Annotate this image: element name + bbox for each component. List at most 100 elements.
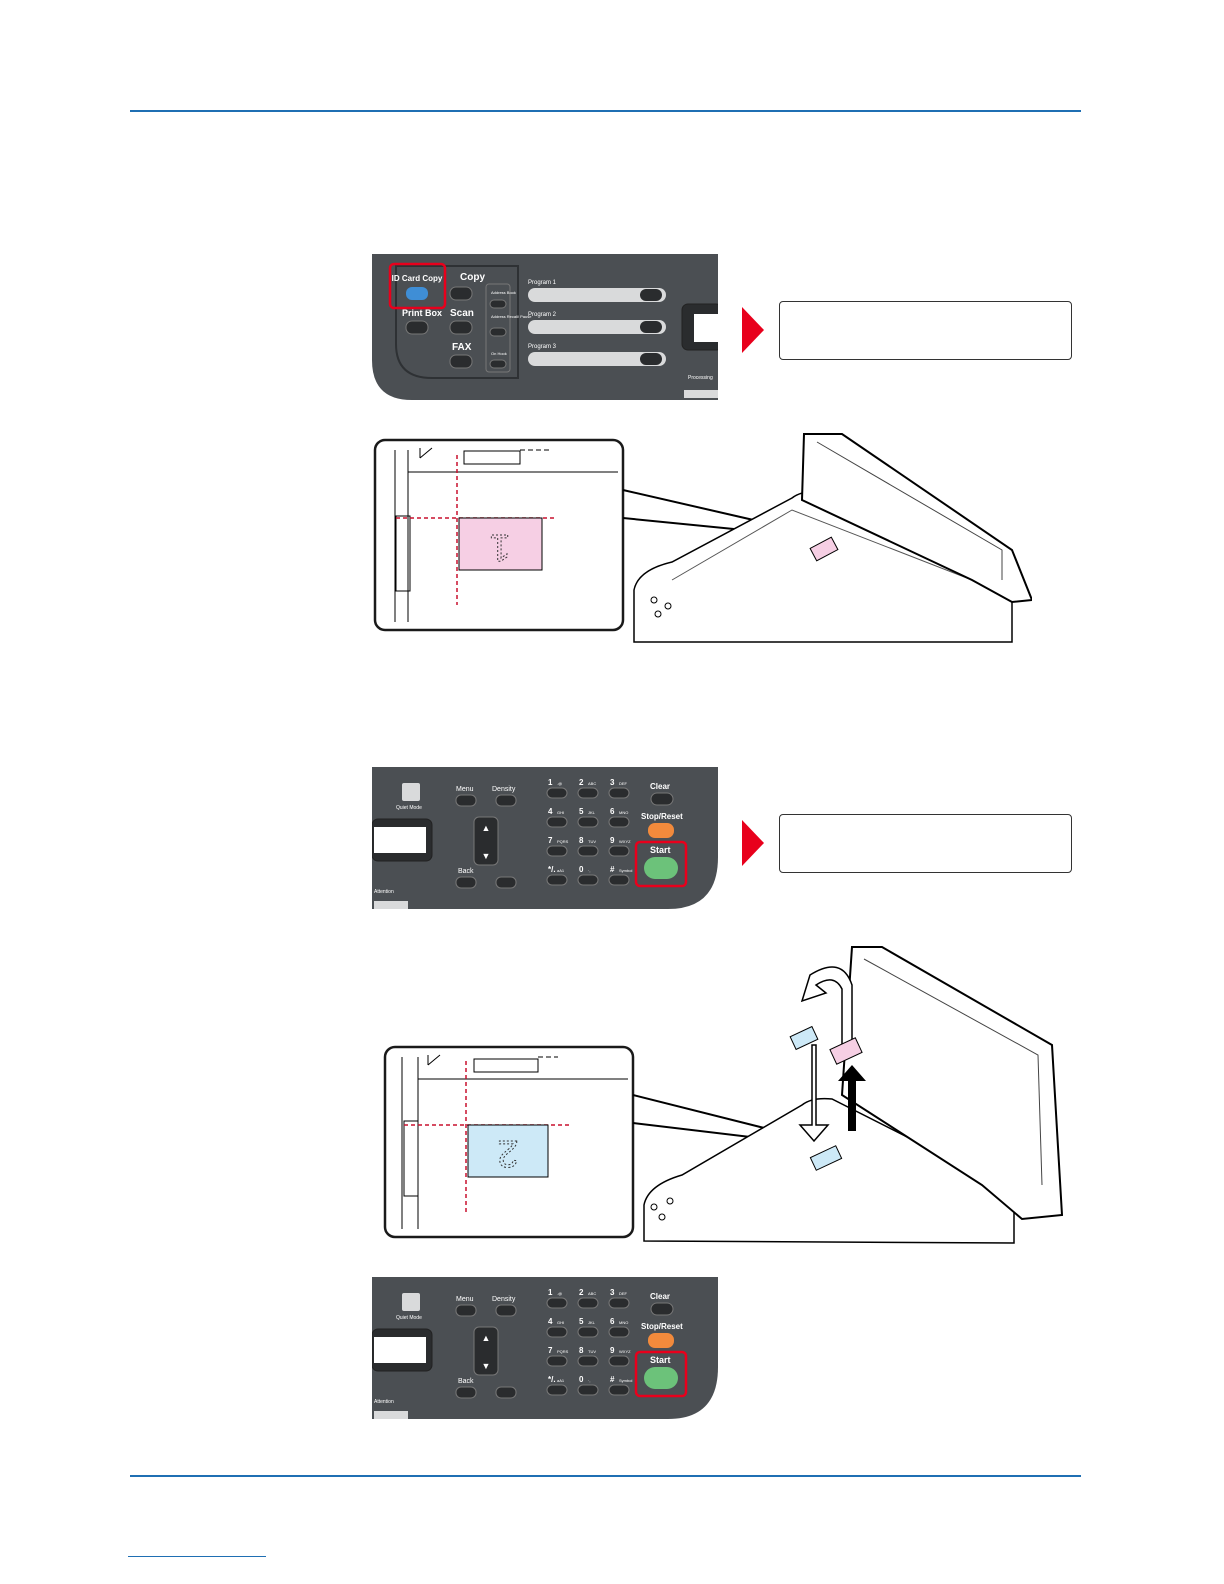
start-highlight (634, 840, 688, 888)
panel-display (374, 827, 426, 853)
keypad-button[interactable] (577, 1384, 599, 1396)
down-arrow-icon: ▼ (482, 1361, 491, 1371)
keypad-button[interactable] (608, 1297, 630, 1309)
density-button[interactable] (495, 794, 517, 807)
scan-button[interactable] (449, 320, 473, 335)
platen-card-front-diagram: 1 (373, 433, 1032, 643)
key-sublabel: Symbol (619, 1378, 632, 1383)
keypad-button[interactable] (608, 1355, 630, 1367)
attention-label: Attention (374, 1399, 394, 1405)
back-button[interactable] (455, 1386, 477, 1399)
key-label: # (610, 1375, 615, 1384)
key-label: 2 (579, 778, 584, 787)
address-recall-button[interactable] (489, 327, 507, 337)
fax-label: FAX (452, 342, 472, 353)
copy-button[interactable] (449, 286, 473, 301)
menu-label: Menu (456, 786, 474, 793)
keypad-button[interactable] (577, 1297, 599, 1309)
keypad-button[interactable] (608, 874, 630, 886)
menu-button[interactable] (455, 1304, 477, 1317)
start-button[interactable] (644, 857, 678, 879)
message-display-box (779, 301, 1072, 360)
start-button[interactable] (644, 1367, 678, 1389)
program-1-button[interactable] (640, 289, 662, 301)
key-sublabel: Symbol (619, 868, 632, 873)
program-2-label: Program 2 (528, 312, 557, 318)
card-on-platen (809, 1145, 843, 1171)
on-hook-button[interactable] (489, 359, 507, 369)
back-label: Back (458, 1378, 474, 1385)
key-label: 1 (548, 778, 553, 787)
enter-button[interactable] (495, 1386, 517, 1399)
keypad-button[interactable] (546, 816, 568, 828)
keypad-button[interactable] (546, 1297, 568, 1309)
keypad-button[interactable] (577, 816, 599, 828)
print-box-label: Print Box (402, 308, 442, 318)
quiet-mode-button[interactable] (402, 783, 420, 801)
keypad-button[interactable] (577, 845, 599, 857)
key-label: 6 (610, 807, 615, 816)
key-sublabel: DEF (619, 781, 628, 786)
keypad-button[interactable] (546, 845, 568, 857)
on-hook-label: On Hook (491, 351, 507, 356)
platen-card-back-diagram: 2 (383, 946, 1064, 1244)
key-sublabel: WXYZ (619, 839, 631, 844)
down-arrow-icon (798, 1044, 830, 1143)
up-down-keys[interactable] (473, 1326, 499, 1376)
card-back-floating (789, 1025, 819, 1051)
keypad-button[interactable] (577, 1355, 599, 1367)
start-highlight (634, 1350, 688, 1398)
program-2-button[interactable] (640, 321, 662, 333)
stop-reset-button[interactable] (648, 1333, 674, 1348)
panel-display (374, 1337, 426, 1363)
scan-label: Scan (450, 308, 474, 319)
up-down-keys[interactable] (473, 816, 499, 866)
program-3-button[interactable] (640, 353, 662, 365)
message-display-box (779, 814, 1072, 873)
keypad-button[interactable] (608, 1326, 630, 1338)
keypad-button[interactable] (546, 1326, 568, 1338)
quiet-mode-button[interactable] (402, 1293, 420, 1311)
enter-button[interactable] (495, 876, 517, 889)
key-sublabel: JKL (588, 1320, 596, 1325)
start-label: Start (650, 1355, 671, 1365)
print-box-button[interactable] (405, 320, 429, 335)
key-sublabel: aA1 (557, 1378, 565, 1383)
clear-button[interactable] (650, 792, 674, 806)
keypad-button[interactable] (608, 787, 630, 799)
menu-button[interactable] (455, 794, 477, 807)
keypad-button[interactable] (546, 1384, 568, 1396)
address-book-button[interactable] (489, 299, 507, 309)
back-button[interactable] (455, 876, 477, 889)
key-label: */. (548, 865, 556, 874)
key-sublabel: ABC (588, 1291, 596, 1296)
attention-label: Attention (374, 889, 394, 895)
key-sublabel: TUV (588, 839, 596, 844)
keypad-button[interactable] (546, 787, 568, 799)
keypad-button[interactable] (577, 787, 599, 799)
keypad-button[interactable] (608, 816, 630, 828)
keypad-button[interactable] (577, 874, 599, 886)
address-book-label: Address Book (491, 290, 516, 295)
card-back (467, 1124, 549, 1178)
keypad-button[interactable] (608, 1384, 630, 1396)
key-sublabel: PQRS (557, 1349, 569, 1354)
copy-label: Copy (460, 272, 485, 283)
key-label: 0 (579, 865, 584, 874)
keypad-button[interactable] (546, 874, 568, 886)
stop-reset-button[interactable] (648, 823, 674, 838)
density-button[interactable] (495, 1304, 517, 1317)
id-card-copy-button[interactable] (406, 287, 428, 300)
keypad-button[interactable] (608, 845, 630, 857)
operation-panel-id-card-copy: ID Card Copy Copy Print Box Scan FAX Add… (372, 254, 718, 400)
key-label: 1 (548, 1288, 553, 1297)
key-sublabel: MNO (619, 810, 628, 815)
program-2-strip (528, 320, 666, 334)
fax-button[interactable] (449, 354, 473, 369)
keypad-button[interactable] (546, 1355, 568, 1367)
panel-display (694, 314, 718, 342)
clear-button[interactable] (650, 1302, 674, 1316)
keypad-button[interactable] (577, 1326, 599, 1338)
start-label: Start (650, 845, 671, 855)
